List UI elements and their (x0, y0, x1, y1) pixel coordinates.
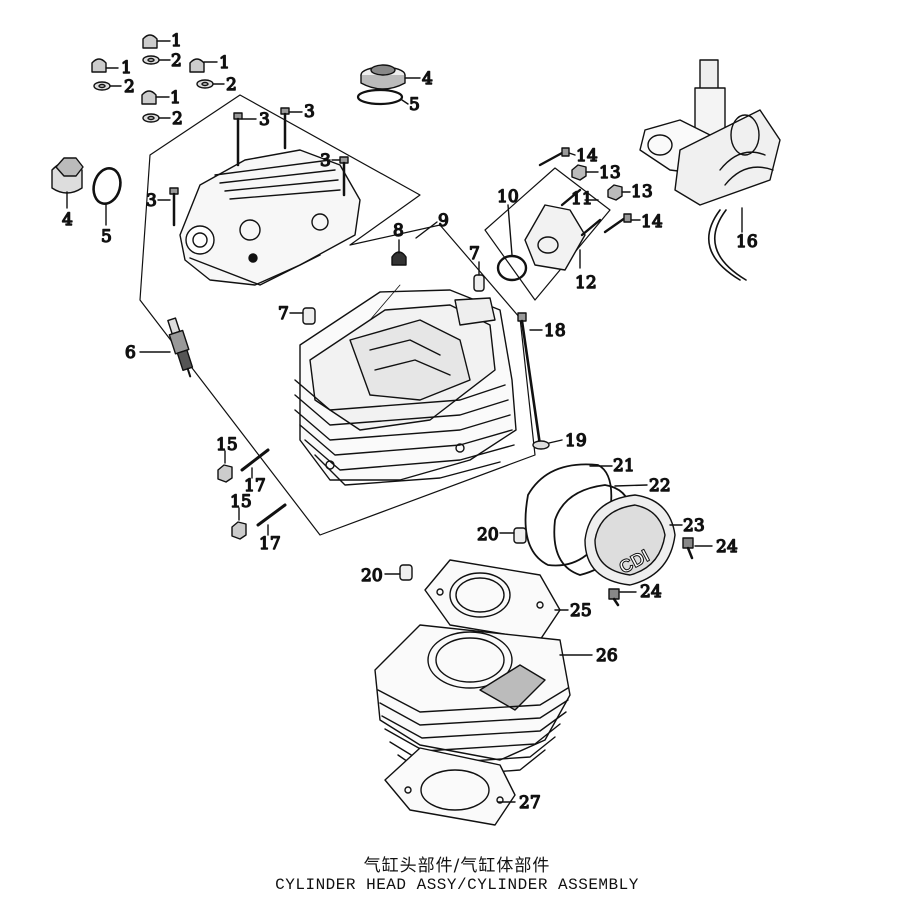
callout-21: 21 (613, 456, 635, 476)
callout-13b: 13 (631, 182, 653, 202)
nut-15b (231, 507, 247, 540)
cap-nut-1c (189, 58, 218, 73)
dowel-pin-7-left (289, 307, 316, 325)
callout-18: 18 (544, 321, 566, 341)
stud-11 (560, 188, 599, 207)
bolt-3b (280, 107, 303, 150)
bolt-3a (233, 112, 257, 167)
washer-2a (142, 55, 171, 65)
cdi-cover-23 (584, 494, 683, 586)
cap-nut-1d (141, 90, 170, 105)
bolt-3c (331, 156, 349, 197)
bolt-14a (538, 147, 576, 167)
callout-2a: 2 (171, 51, 182, 71)
callout-5-top: 5 (409, 95, 420, 115)
bolt-3d (157, 187, 179, 227)
callout-11: 11 (571, 189, 593, 209)
callout-7-left: 7 (278, 304, 289, 324)
callout-3b: 3 (304, 102, 315, 122)
stud-17b (256, 503, 287, 536)
callout-22: 22 (649, 476, 671, 496)
cylinder-head (294, 221, 517, 486)
callout-2d: 2 (172, 109, 183, 129)
callout-4-left: 4 (62, 210, 73, 230)
callout-17b: 17 (259, 534, 281, 554)
caption-english: CYLINDER HEAD ASSY/CYLINDER ASSEMBLY (275, 876, 639, 894)
callout-16: 16 (736, 232, 758, 252)
nut-15a (217, 450, 233, 483)
tappet-cap-left (51, 157, 84, 209)
callout-1a: 1 (171, 31, 182, 51)
callout-17a: 17 (244, 476, 266, 496)
cylinder-head-cover (179, 149, 361, 286)
washer-2d (142, 113, 171, 123)
stud-bolt-18 (517, 312, 543, 447)
plug-bolt-8 (391, 239, 407, 266)
callout-2b: 2 (124, 77, 135, 97)
callout-12: 12 (575, 273, 597, 293)
callout-labels: 1 2 1 2 1 2 1 2 3 3 3 3 4 5 4 5 6 7 7 8 … (61, 30, 758, 813)
washer-19 (532, 439, 563, 450)
callout-2c: 2 (226, 75, 237, 95)
o-ring-top (356, 88, 409, 106)
cap-nut-1b (91, 58, 119, 73)
intake-manifold (524, 204, 586, 271)
intake-group-outline (484, 167, 611, 301)
callout-20b: 20 (361, 566, 383, 586)
screw-24b (608, 588, 637, 607)
dowel-pin-20b (384, 564, 413, 581)
stud-17a (240, 448, 270, 479)
nut-13a (571, 164, 599, 181)
callout-24b: 24 (640, 582, 662, 602)
callout-24a: 24 (716, 537, 738, 557)
callout-14a: 14 (576, 146, 598, 166)
callout-4-top: 4 (422, 69, 433, 89)
cooling-fins-head (294, 379, 515, 486)
cap-nut-1a (142, 34, 171, 49)
callout-1d: 1 (170, 88, 181, 108)
bolt-14b (603, 213, 641, 234)
callout-13a: 13 (599, 163, 621, 183)
stud-11b (580, 218, 602, 237)
callout-15b: 15 (230, 492, 252, 512)
callout-1b: 1 (121, 58, 132, 78)
dowel-pin-20a (499, 527, 527, 544)
callout-20a: 20 (477, 525, 499, 545)
callout-7-right: 7 (469, 244, 480, 264)
washer-2c (196, 79, 225, 89)
washer-2b (93, 81, 122, 91)
o-ring-left (92, 166, 122, 226)
callout-8: 8 (393, 221, 404, 241)
callout-5-left: 5 (101, 227, 112, 247)
base-gasket-27 (384, 747, 516, 826)
cylinder-head-group-outline (139, 94, 536, 536)
callout-3d: 3 (146, 191, 157, 211)
nut-13b (607, 184, 631, 201)
callout-10: 10 (497, 187, 519, 207)
callout-15a: 15 (216, 435, 238, 455)
callout-25: 25 (570, 601, 592, 621)
cylinder-block-26 (374, 624, 593, 778)
screw-24a (682, 537, 713, 560)
callout-9: 9 (438, 211, 449, 231)
callout-14b: 14 (641, 212, 663, 232)
callout-3c: 3 (320, 151, 331, 171)
intake-o-ring-10 (496, 204, 528, 282)
caption-chinese: 气缸头部件/气缸体部件 (363, 856, 551, 876)
callout-1c: 1 (219, 53, 230, 73)
callout-3a: 3 (259, 110, 270, 130)
dowel-pin-7-right (473, 261, 485, 292)
callout-23: 23 (683, 516, 705, 536)
callout-26: 26 (596, 646, 618, 666)
callout-6: 6 (125, 343, 136, 363)
carburetor (639, 59, 781, 281)
spark-plug (139, 317, 194, 378)
callout-27: 27 (519, 793, 541, 813)
callout-19: 19 (565, 431, 587, 451)
head-gasket-25 (424, 559, 569, 641)
tappet-cap-top (360, 64, 421, 90)
